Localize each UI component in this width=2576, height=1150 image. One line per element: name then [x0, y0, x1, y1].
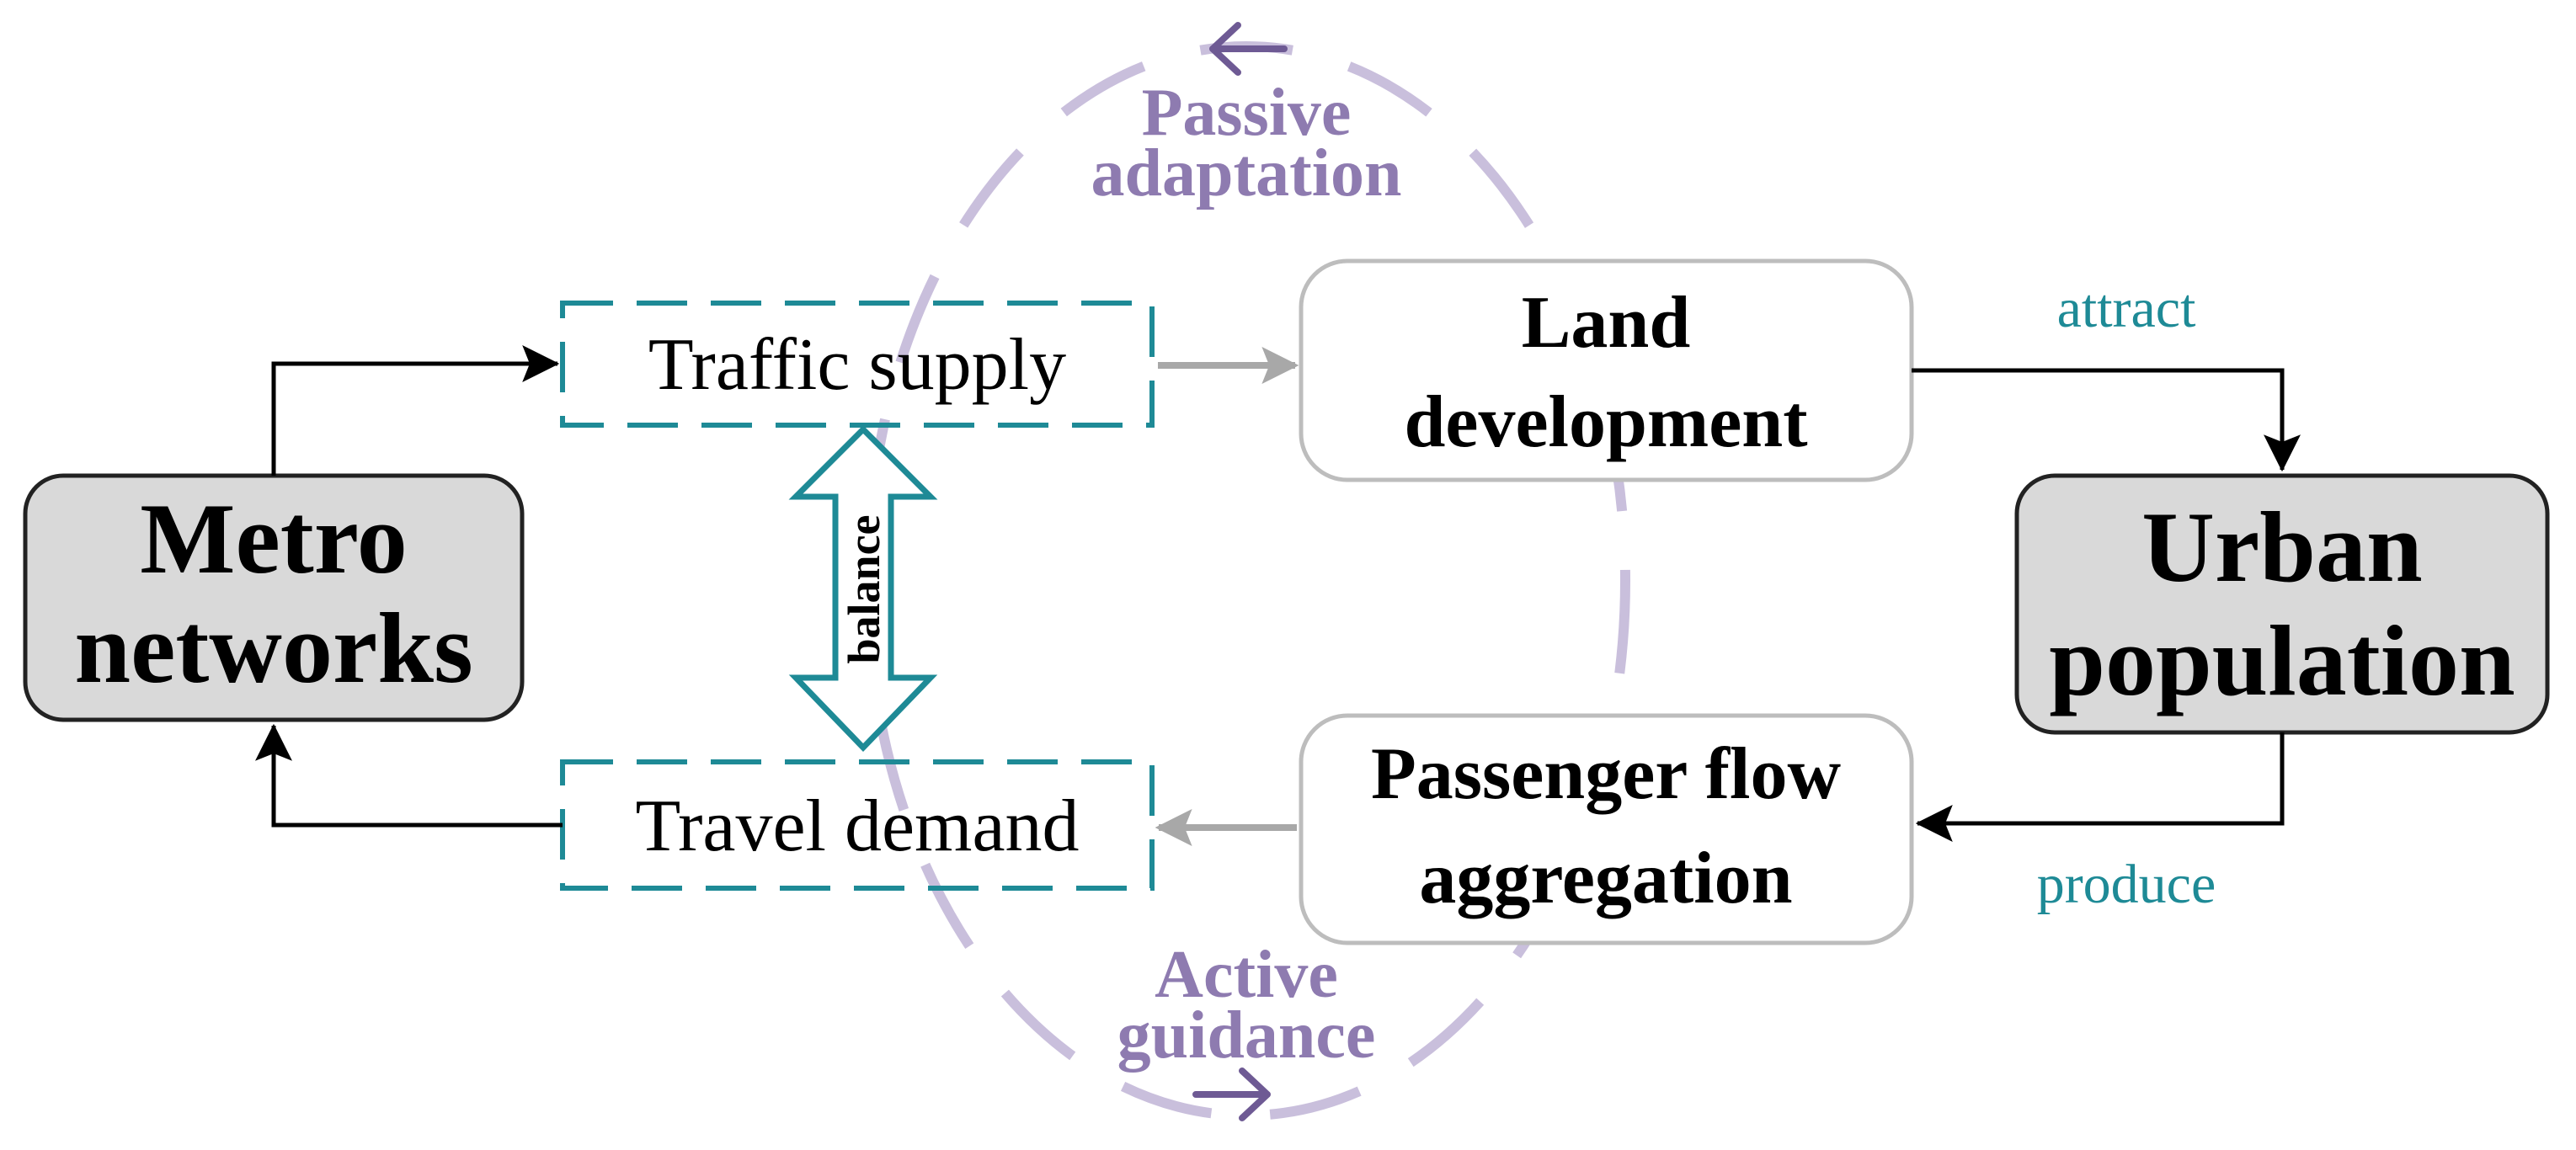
metro-networks-label-line2: networks	[74, 592, 472, 704]
passenger-flow-aggregation-node: Passenger flow aggregation	[1299, 713, 1914, 945]
metro-to-traffic-supply-arrow	[271, 345, 560, 476]
land-development-label-line1: Land	[1522, 282, 1691, 364]
urban-population-node: Urban population	[2014, 473, 2550, 735]
active-guidance-label-line1: Active	[1155, 938, 1338, 1012]
passenger-flow-label-line1: Passenger flow	[1371, 733, 1842, 815]
urban-population-label-line2: population	[2049, 604, 2515, 716]
active-guidance-label-line2: guidance	[1117, 998, 1376, 1073]
metro-networks-node: Metro networks	[23, 473, 525, 722]
traffic-supply-node: Traffic supply	[560, 301, 1155, 428]
passive-adaptation-label-line1: Passive	[1142, 76, 1352, 150]
passenger-flow-label-line2: aggregation	[1419, 838, 1792, 919]
passive-adaptation-label-line2: adaptation	[1091, 136, 1402, 210]
land-to-urban-arrow	[1912, 368, 2301, 472]
land-development-label-line2: development	[1404, 381, 1807, 463]
attract-label: attract	[2057, 278, 2196, 339]
land-development-node: Land development	[1299, 258, 1914, 482]
travel-demand-node: Travel demand	[560, 759, 1155, 891]
traffic-supply-label: Traffic supply	[648, 324, 1066, 406]
active-direction-arrow-icon	[1192, 1067, 1271, 1121]
urban-to-passenger-arrow	[1915, 732, 2285, 842]
travel-demand-label: Travel demand	[635, 785, 1079, 867]
balance-double-arrow-icon: balance	[788, 425, 938, 753]
metro-networks-label-line1: Metro	[140, 482, 408, 594]
urban-population-label-line1: Urban	[2141, 491, 2422, 603]
travel-demand-to-metro-arrow	[255, 723, 563, 828]
produce-label: produce	[2037, 854, 2216, 915]
balance-label: balance	[839, 514, 889, 663]
passive-direction-arrow-icon	[1209, 22, 1288, 76]
